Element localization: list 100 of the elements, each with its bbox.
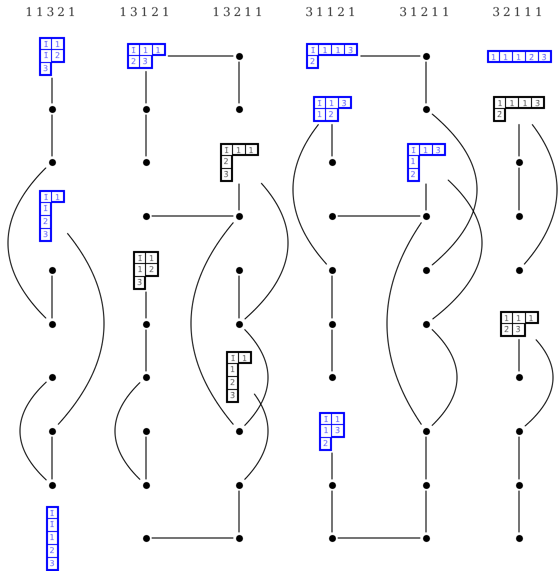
tableau-cell: 1̄ [319,412,332,424]
curved-edge [244,182,288,320]
tableau-cell: 1 [332,412,345,424]
vertex-dot [236,482,242,488]
vertex-dot [516,428,522,434]
vertex-dot [516,266,522,274]
tableau-cell: 2̄ [526,50,538,62]
curved-edge [114,382,141,480]
vertex-dot [328,266,336,274]
edge-line [238,275,240,319]
vertex-dot [236,266,242,274]
vertex-dot [328,534,336,542]
tableau-cell: 1 [506,96,519,109]
tableau-cell: 2 [306,56,319,69]
tableau-cell: 1 [46,532,58,544]
tableau-cell: 1̄ [39,190,52,203]
column-heading: 31121 [305,5,359,19]
vertex-dot [422,320,430,328]
column-heading: 13211 [212,5,266,19]
tableau-cell: 1 [146,250,159,264]
vertex-dot [516,374,522,380]
tableau-cell: 1 [239,351,252,364]
tableau-cell: 1̄ [39,203,52,216]
tableau-cell: 1 [486,50,500,62]
vertex-dot [328,482,336,488]
vertex-dot [142,212,150,220]
vertex-dot [142,534,150,542]
vertex-dot [516,212,522,220]
tableau-cell: 3 [39,62,52,76]
tableau-cell: 2 [406,168,420,182]
vertex-dot [236,52,242,60]
vertex-dot [422,52,430,60]
tableau-cell: 3 [46,558,58,570]
tableau-cell: 1 [519,96,532,109]
tableau-cell: 1 [133,264,146,276]
vertex-dot [422,534,430,542]
tableau-cell: 3̄ [532,96,545,109]
tableau-cell: 1̄ [220,142,232,156]
vertex-dot [236,212,242,220]
curved-edge [524,124,558,265]
tableau-cell: 1 [52,36,65,50]
curved-edge [190,222,234,426]
tableau-cell: 1 [512,311,526,324]
tableau-cell: 1̄ [226,351,239,364]
vertex-dot [142,320,150,328]
vertex-dot [422,482,430,488]
tableau-cell: 3̄ [226,390,239,403]
tableau-cell: 3 [39,229,52,242]
tableau-cell: 3̄ [220,168,232,182]
curved-edge [8,167,47,319]
vertex-dot [48,158,56,166]
vertex-dot [48,482,56,488]
curved-edge [244,328,268,426]
tableau-cell: 1̄ [306,43,319,56]
tableau-cell: 3̄ [538,50,552,62]
vertex-dot [328,212,336,220]
tableau-cell: 1̄ [406,142,420,156]
vertex-dot [142,106,150,112]
vertex-dot [142,428,150,434]
tableau-cell: 2 [319,438,332,450]
tableau-cell: 3̄ [338,96,352,109]
curved-edge [20,381,47,481]
column-heading: 31211 [399,5,453,19]
vertex-dot [328,158,336,166]
tableau-cell: 1̄ [39,50,52,62]
tableau-cell: 2 [220,156,232,168]
vertex-dot [48,106,56,112]
vertex-dot [236,106,242,112]
tableau-cell: 2 [39,216,52,229]
tableau-cell: 1 [140,43,152,56]
vertex-dot [236,428,242,434]
tableau-cell: 1 [326,96,338,109]
vertex-dot [48,374,56,380]
curved-edge [432,179,482,320]
tableau-cell: 1 [232,142,246,156]
tableau-cell: 2 [46,544,58,558]
tableau-cell: 1 [319,43,332,56]
vertex-dot [422,106,430,112]
vertex-dot [328,374,336,380]
curved-edge [431,113,478,266]
tableau-cell: 1̄ [39,36,52,50]
curved-edge [431,328,458,426]
curved-edge [58,232,104,426]
edge-line [518,436,520,480]
vertex-dot [236,534,242,542]
tableau-cell: 1 [493,96,506,109]
vertex-dot [142,158,150,166]
tableau-cell: 1 [319,424,332,438]
tableau-cell: 3̄ [140,56,152,69]
curved-edge [386,222,422,426]
tableau-cell: 1 [420,142,432,156]
tableau-cell: 2 [52,50,65,62]
tableau-cell: 1 [312,109,326,122]
tableau-cell: 1 [406,156,420,168]
curved-edge [292,124,328,265]
edge-line [518,338,520,372]
tableau-cell: 1 [152,43,166,56]
vertex-dot [48,266,56,274]
tableau-cell: 3̄ [345,43,358,56]
tableau-cell: 2 [226,377,239,390]
